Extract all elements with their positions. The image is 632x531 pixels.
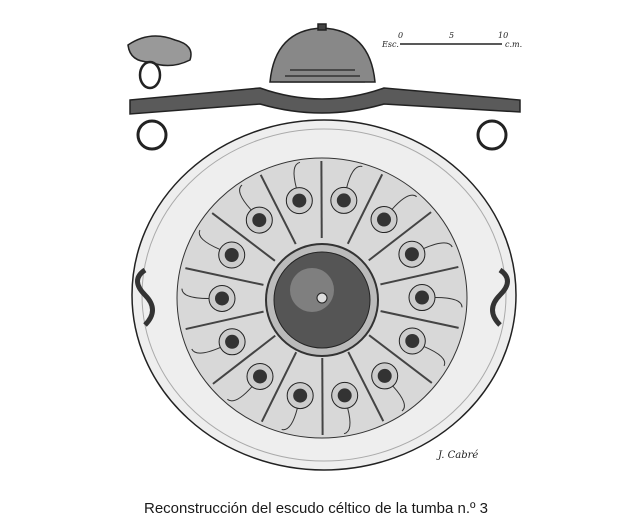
petal-divider xyxy=(368,211,432,262)
petal-divider xyxy=(185,267,264,286)
stud xyxy=(405,333,420,348)
hook-ornament xyxy=(343,407,351,435)
hook-ornament xyxy=(434,297,463,308)
scale-tick-5: 5 xyxy=(449,31,454,40)
stud xyxy=(404,247,419,262)
stud xyxy=(252,213,267,228)
scale-bar: Esc. 0 5 10 c.m. xyxy=(381,31,522,49)
stud xyxy=(293,388,308,403)
stud xyxy=(336,193,351,208)
hook-ornament xyxy=(423,242,453,249)
hook-ornament xyxy=(346,165,363,188)
stud xyxy=(252,369,267,384)
stud xyxy=(414,290,429,305)
petal-divider xyxy=(260,351,298,423)
hook-ornament xyxy=(281,408,298,431)
hook-ornament xyxy=(423,346,446,367)
hook-ornament xyxy=(293,161,301,189)
shield: J. Cabré xyxy=(131,119,517,471)
hook-ornament xyxy=(392,385,405,412)
scale-prefix: Esc. xyxy=(381,40,399,49)
hook-ornament xyxy=(239,184,252,211)
petal-divider xyxy=(185,310,264,331)
petal-divider xyxy=(347,351,385,422)
hook-ornament xyxy=(191,347,221,354)
scale-tick-10: 10 xyxy=(498,31,508,40)
stud xyxy=(377,368,392,383)
stud xyxy=(292,193,307,208)
petal-divider xyxy=(368,334,433,384)
artist-signature: J. Cabré xyxy=(436,450,478,461)
hook-ornament xyxy=(181,288,210,299)
petal-divider xyxy=(259,174,297,245)
hook-ornament xyxy=(227,386,253,402)
scale-tick-0: 0 xyxy=(398,31,403,40)
petal-divider xyxy=(346,173,384,245)
stud xyxy=(215,291,230,306)
hook-ornament xyxy=(198,229,221,250)
petal-divider xyxy=(380,265,459,286)
shield-illustration: Esc. 0 5 10 c.m. J. Cabré xyxy=(127,23,522,471)
stud xyxy=(224,248,239,263)
handle-grip xyxy=(127,23,521,151)
hook-ornament xyxy=(391,194,417,210)
petal-divider xyxy=(380,310,459,329)
stud xyxy=(225,334,240,349)
stud xyxy=(337,388,352,403)
figure-caption: Reconstrucción del escudo céltico de la … xyxy=(143,500,488,517)
stud xyxy=(377,212,392,227)
petal-divider xyxy=(211,212,276,262)
petal-divider xyxy=(212,334,276,385)
scale-unit: c.m. xyxy=(505,40,522,49)
